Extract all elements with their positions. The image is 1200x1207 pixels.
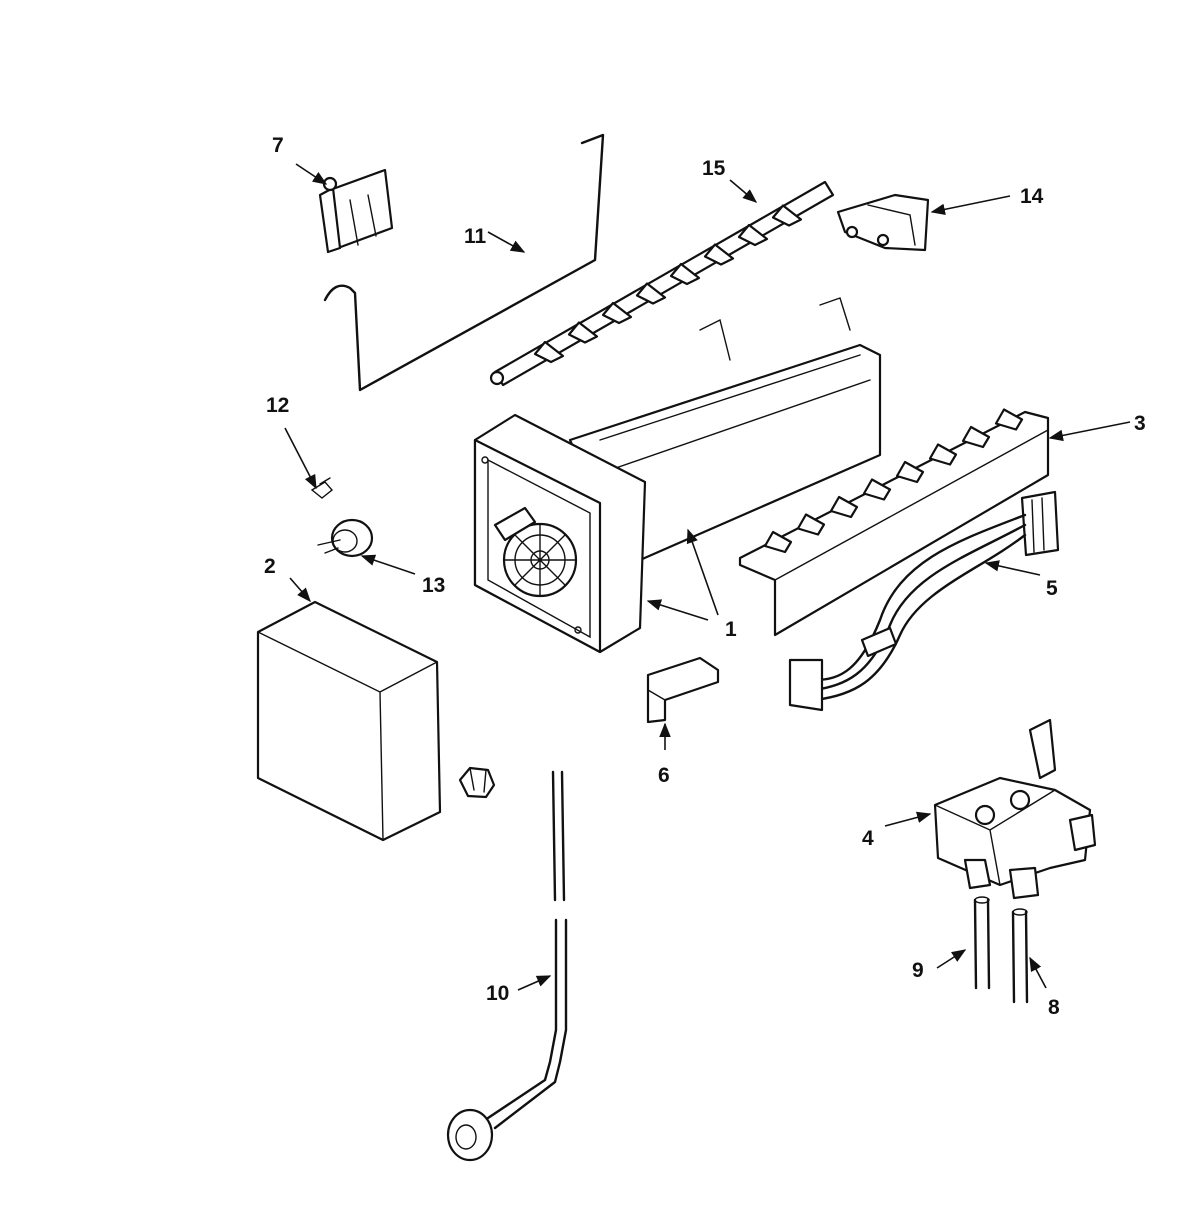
callout-6: 6 <box>658 764 670 787</box>
callout-12: 12 <box>266 394 289 417</box>
part-10-fill-tube <box>446 766 568 1162</box>
part-12-clip <box>310 477 334 499</box>
part-11-feeler-arm <box>323 133 605 392</box>
part-1-ice-maker-assembly <box>473 297 882 654</box>
part-8-tube <box>1011 908 1029 1004</box>
callout-labels: 7 11 15 14 12 13 3 5 2 1 6 4 9 8 10 <box>264 134 1146 1019</box>
part-9-tube <box>973 896 991 990</box>
callout-14: 14 <box>1020 185 1044 208</box>
mold-finger <box>961 425 991 449</box>
callout-3: 3 <box>1134 412 1146 435</box>
mold-finger <box>928 443 958 466</box>
ejector-blade <box>567 321 599 344</box>
part-3-mold <box>738 408 1050 637</box>
callout-9: 9 <box>912 959 924 982</box>
callout-10: 10 <box>486 982 509 1005</box>
mold-finger <box>796 513 826 536</box>
ejector-blade <box>703 243 735 266</box>
ejector-blade <box>601 301 633 325</box>
mold-finger <box>862 478 892 501</box>
ejector-blade <box>533 340 565 364</box>
mold-finger <box>763 530 793 554</box>
part-13-thermostat <box>317 518 374 558</box>
mold-finger <box>994 408 1024 431</box>
callout-1: 1 <box>725 618 737 641</box>
mold-finger <box>829 495 859 519</box>
ejector-blade <box>771 204 803 227</box>
callout-11: 11 <box>464 225 487 248</box>
callout-15: 15 <box>702 157 726 180</box>
part-4-water-valve <box>933 718 1097 900</box>
ejector-blade <box>669 262 701 286</box>
part-7-bracket <box>318 168 394 254</box>
callout-2: 2 <box>264 555 276 578</box>
part-6-bracket <box>646 656 720 724</box>
part-14-cam <box>836 193 930 252</box>
callout-7: 7 <box>272 134 284 157</box>
callout-8: 8 <box>1048 996 1060 1019</box>
callout-5: 5 <box>1046 577 1058 600</box>
callout-4: 4 <box>862 827 874 850</box>
part-2-cover <box>256 600 442 842</box>
ejector-blade <box>635 282 667 305</box>
part-15-ejector <box>489 180 835 387</box>
ejector-blade <box>737 223 769 247</box>
mold-finger <box>895 460 925 484</box>
leader-lines <box>284 163 1131 991</box>
part-5-wire-harness <box>788 490 1060 712</box>
callout-13: 13 <box>422 574 445 597</box>
